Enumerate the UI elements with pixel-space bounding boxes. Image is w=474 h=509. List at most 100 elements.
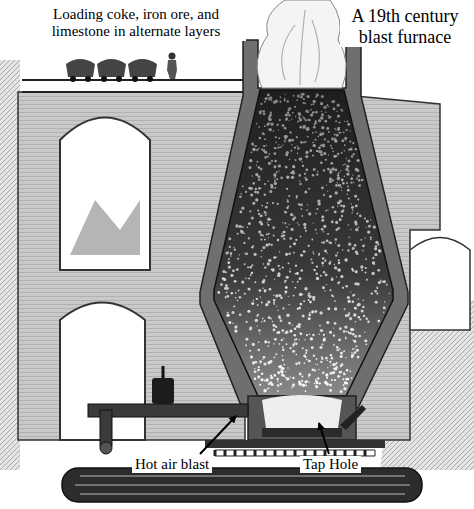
charge-speck [298, 323, 301, 326]
charge-speck [351, 355, 354, 358]
charge-speck [305, 352, 307, 354]
charge-speck [278, 129, 279, 130]
charge-speck [354, 348, 355, 349]
charge-speck [352, 247, 355, 250]
charge-speck [333, 167, 334, 168]
charge-speck [367, 231, 370, 234]
charge-speck [329, 289, 331, 291]
charge-speck [342, 205, 345, 208]
charge-speck [242, 185, 244, 187]
charge-speck [281, 339, 283, 341]
charge-speck [288, 109, 290, 111]
charge-speck [296, 354, 298, 356]
charge-speck [282, 266, 284, 268]
charge-speck [348, 170, 350, 172]
charge-speck [348, 300, 351, 303]
charge-speck [320, 153, 323, 156]
charge-speck [339, 348, 341, 350]
charge-speck [255, 173, 258, 176]
charge-speck [294, 106, 296, 108]
charge-speck [312, 103, 314, 105]
charge-speck [318, 253, 320, 255]
charge-speck [316, 277, 319, 280]
charge-speck [386, 284, 388, 286]
charge-speck [286, 212, 288, 214]
charge-speck [268, 153, 270, 155]
charge-speck [361, 269, 363, 271]
charge-speck [245, 344, 247, 346]
charge-speck [334, 363, 336, 365]
charge-speck [312, 296, 315, 299]
charge-speck [346, 193, 348, 195]
charge-speck [273, 343, 274, 344]
charge-speck [249, 327, 252, 330]
charge-speck [239, 296, 241, 298]
charge-speck [299, 332, 301, 334]
charge-speck [328, 106, 330, 108]
charge-speck [240, 230, 243, 233]
charge-speck [354, 335, 357, 338]
charge-speck [306, 209, 308, 211]
charge-speck [365, 267, 367, 269]
charge-speck [336, 276, 337, 277]
ore-carts [66, 59, 157, 82]
charge-speck [284, 140, 286, 142]
charge-speck [276, 124, 278, 126]
charge-speck [281, 373, 284, 376]
charge-speck [265, 244, 268, 247]
charge-speck [351, 352, 352, 353]
charge-speck [315, 385, 317, 387]
charge-speck [261, 256, 262, 257]
charge-speck [350, 181, 352, 183]
charge-speck [332, 100, 335, 103]
charge-speck [317, 377, 319, 379]
charge-speck [328, 131, 330, 133]
charge-speck [336, 111, 337, 112]
charge-speck [355, 250, 358, 253]
charge-speck [280, 177, 283, 180]
charge-speck [323, 339, 326, 342]
charge-speck [267, 156, 269, 158]
charge-speck [323, 225, 326, 228]
charge-speck [303, 126, 306, 129]
charge-speck [302, 384, 305, 387]
charge-speck [259, 110, 262, 113]
charge-speck [286, 188, 288, 190]
charge-speck [299, 183, 301, 185]
charge-speck [281, 329, 284, 332]
charge-speck [340, 371, 342, 373]
charge-speck [345, 285, 348, 288]
charge-speck [241, 281, 244, 284]
charge-speck [339, 200, 342, 203]
charge-speck [250, 356, 253, 359]
charge-speck [308, 360, 311, 363]
charge-speck [286, 314, 289, 317]
charge-speck [320, 329, 323, 332]
charge-speck [258, 126, 260, 128]
charge-speck [320, 346, 323, 349]
charge-speck [257, 209, 259, 211]
charge-speck [374, 290, 377, 293]
charge-speck [303, 300, 305, 302]
charge-speck [228, 265, 231, 268]
charge-speck [361, 309, 364, 312]
charge-speck [299, 180, 301, 182]
charge-speck [308, 212, 311, 215]
charge-speck [333, 335, 335, 337]
charge-speck [252, 148, 255, 151]
charge-speck [326, 284, 327, 285]
charge-speck [330, 162, 333, 165]
charge-speck [264, 340, 267, 343]
charge-speck [358, 335, 361, 338]
charge-speck [248, 187, 251, 190]
charge-speck [227, 295, 229, 297]
charge-speck [308, 374, 311, 377]
charge-speck [378, 281, 381, 284]
charge-speck [292, 383, 295, 386]
charge-speck [355, 228, 358, 231]
charge-speck [263, 112, 266, 115]
charge-speck [334, 367, 337, 370]
charge-speck [318, 146, 321, 149]
charge-speck [256, 165, 257, 166]
part-label: Hot air blast [132, 456, 212, 473]
